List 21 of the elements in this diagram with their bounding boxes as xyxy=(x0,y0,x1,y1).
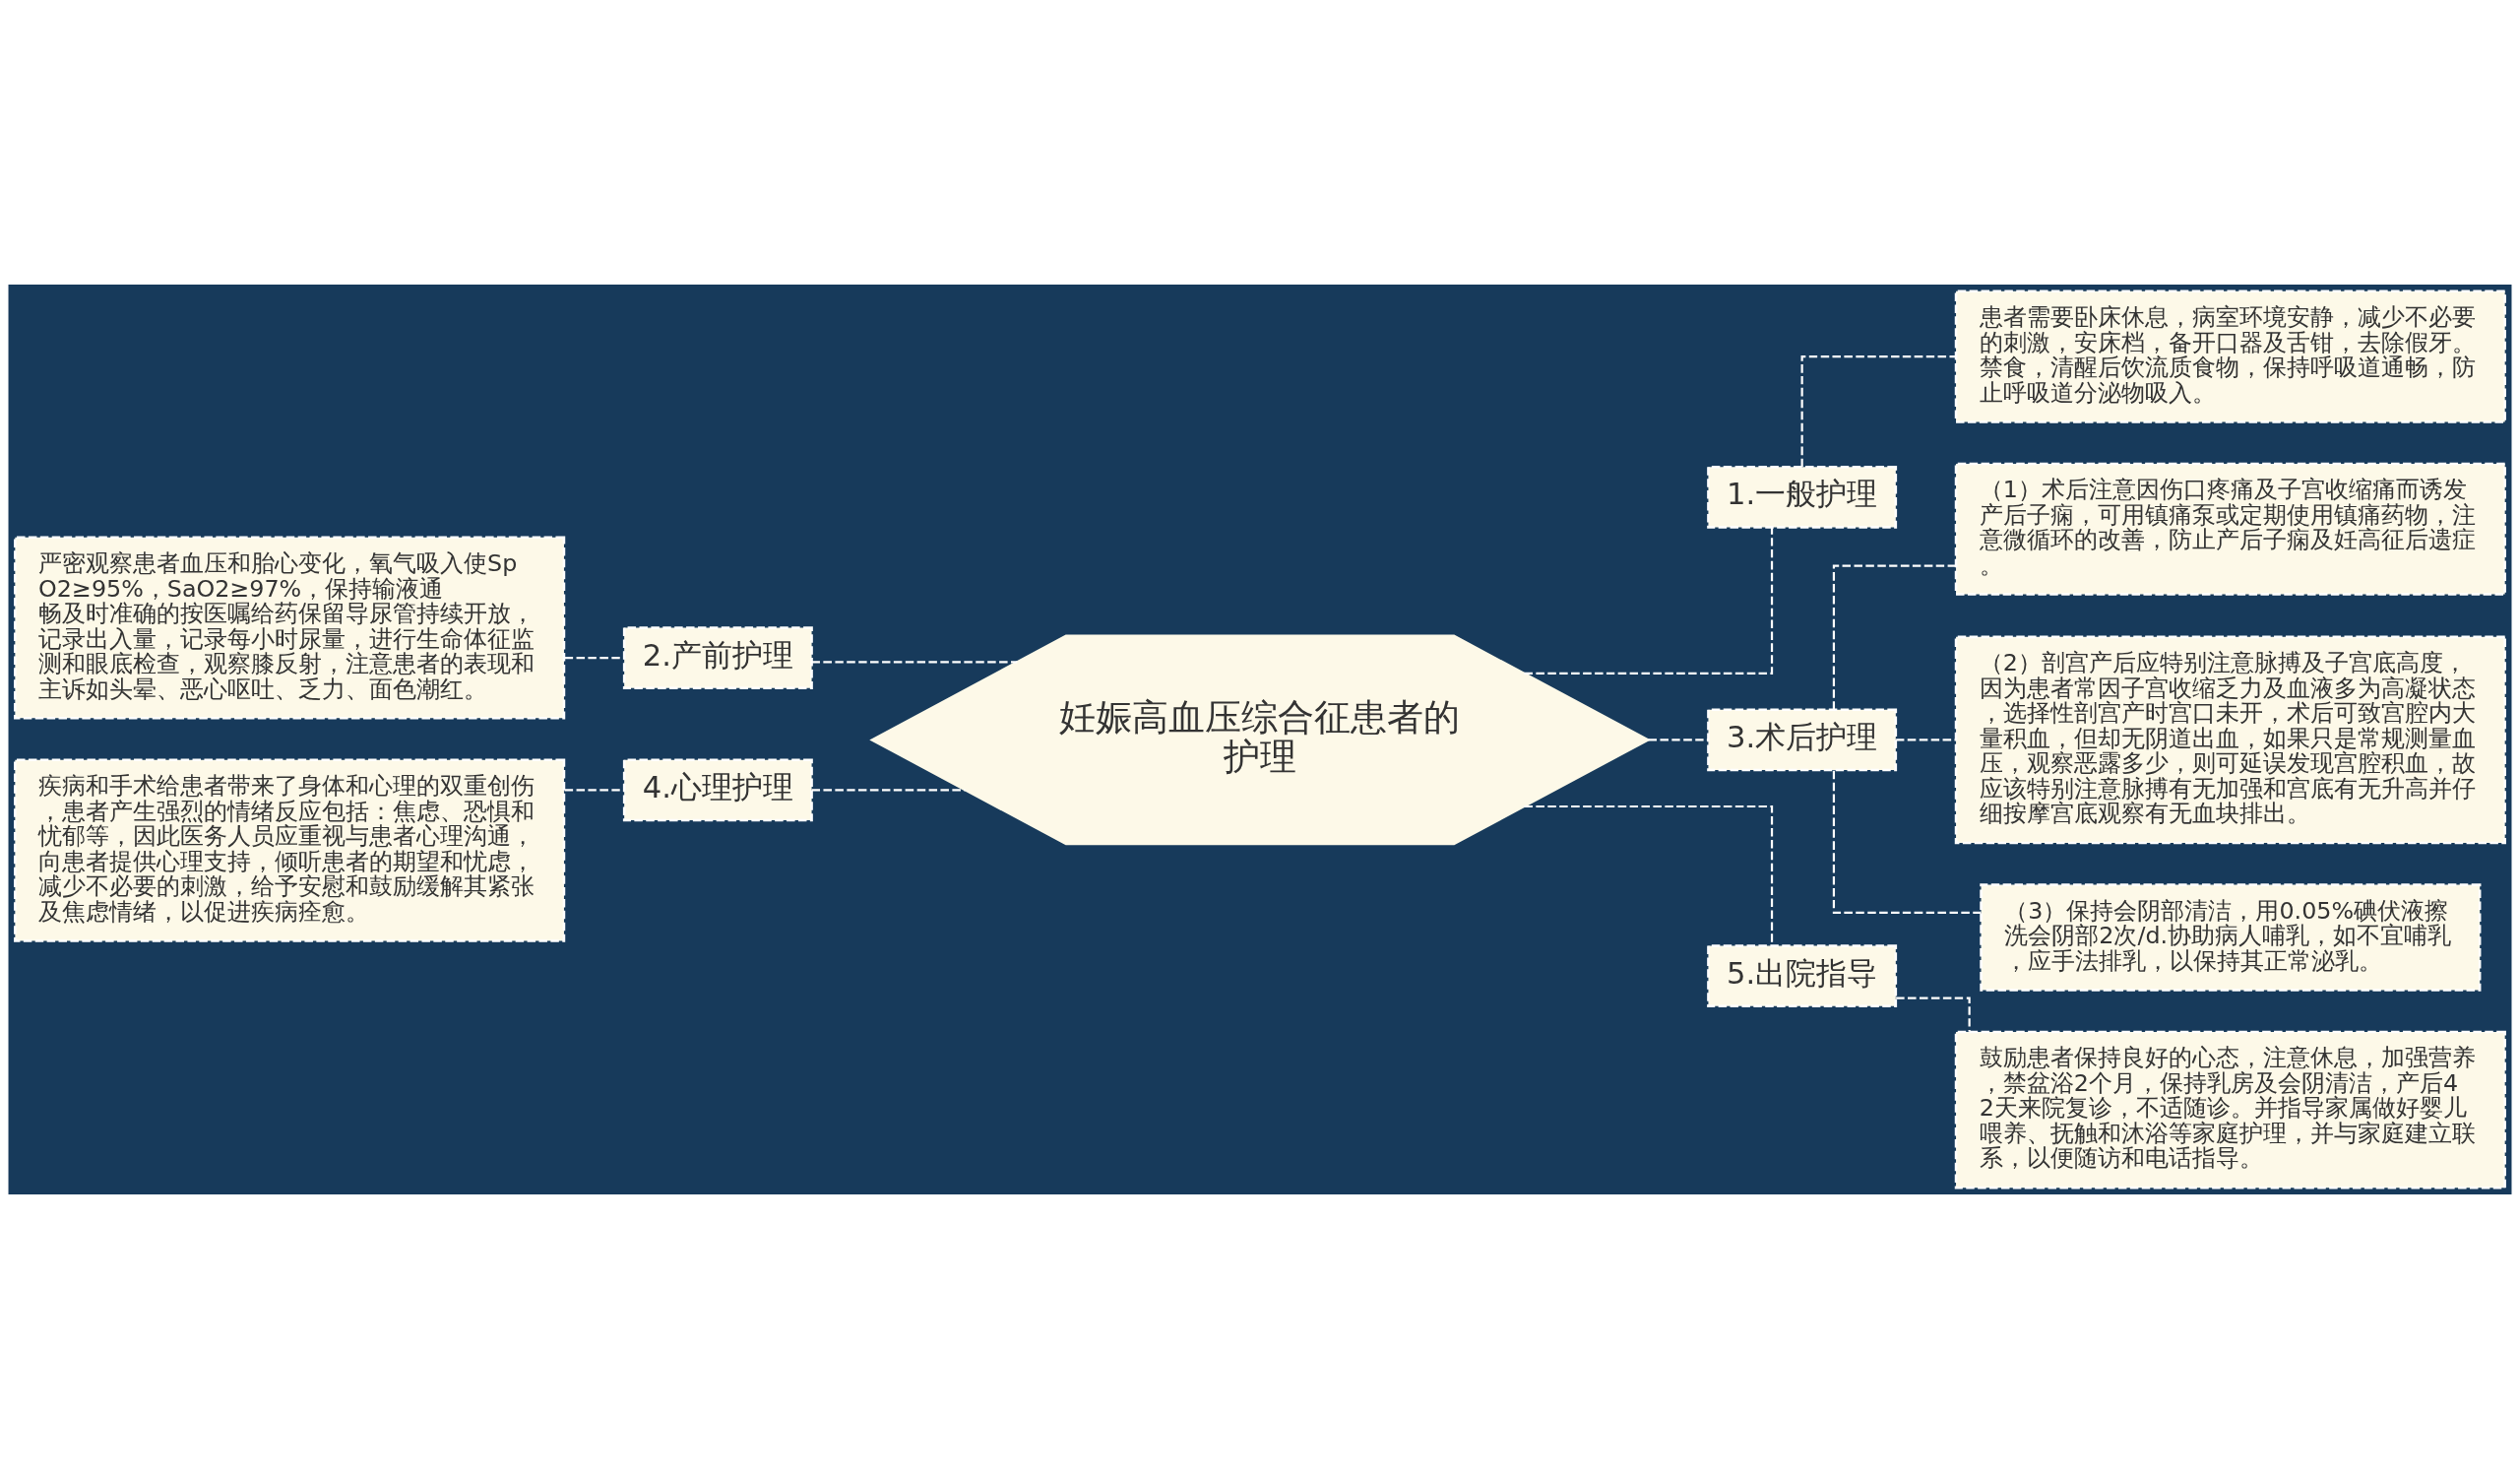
node-box: 1.一般护理 xyxy=(1707,466,1898,529)
connector xyxy=(1896,739,1956,741)
connector xyxy=(1832,770,1982,915)
connector xyxy=(1800,355,1956,467)
node-box: （1）术后注意因伤口疼痛及子宫收缩痛而诱发产后子痫，可用镇痛泵或定期使用镇痛药物，注意微循环的改善，防止产后子痫及妊高征后遗症。 xyxy=(1954,462,2506,596)
node-box: 4.心理护理 xyxy=(622,758,813,822)
node-box: 5.出院指导 xyxy=(1707,944,1898,1007)
node-box: 患者需要卧床休息，病室环境安静，减少不必要的刺激，安床档，备开口器及舌钳，去除假牙。禁食，清醒后饮流质食物，保持呼吸道通畅，防止呼吸道分泌物吸入。 xyxy=(1954,289,2506,423)
node-box: 鼓励患者保持良好的心态，注意休息，加强营养，禁盆浴2个月，保持乳房及会阴清洁，产后42天来院复诊，不适随诊。并指导家属做好婴儿喂养、抚触和沐浴等家庭护理，并与家庭建立联系，以便随访和电话指导。 xyxy=(1954,1030,2506,1190)
node-box: 严密观察患者血压和胎心变化，氧气吸入使SpO2≥95%，SaO2≥97%，保持输液通畅及时准确的按医嘱给药保留导尿管持续开放，记录出入量，记录每小时尿量，进行生命体征监测和眼底检查，观察膝反射，注意患者的表现和主诉如头晕、恶心呕吐、乏力、面色潮红。 xyxy=(14,536,566,720)
node-box: （3）保持会阴部清洁，用0.05%碘伏液擦洗会阴部2次/d.协助病人哺乳，如不宜哺乳，应手法排乳，以保持其正常泌乳。 xyxy=(1980,883,2482,992)
connector xyxy=(1524,528,1774,675)
connector xyxy=(811,661,1018,664)
connector xyxy=(1832,564,1956,710)
connector xyxy=(811,789,966,792)
connector xyxy=(1648,739,1709,741)
node-box: （2）剖宫产后应特别注意脉搏及子宫底高度，因为患者常因子宫收缩乏力及血液多为高凝状态，选择性剖宫产时宫口未开，术后可致宫腔内大量积血，但却无阴道出血，如果只是常规测量血压，观察恶露多少，则可延误发现宫腔积血，故应该特别注意脉搏有无加强和宫底有无升高并仔细按摩宫底观察有无血块排出。 xyxy=(1954,635,2506,845)
node-box: 疾病和手术给患者带来了身体和心理的双重创伤，患者产生强烈的情绪反应包括：焦虑、恐惧和忧郁等，因此医务人员应重视与患者心理沟通，向患者提供心理支持，倾听患者的期望和忧虑，减少不必要的刺激，给予安慰和鼓励缓解其紧张及焦虑情绪，以促进疾病痊愈。 xyxy=(14,758,566,942)
connector xyxy=(564,657,624,660)
node-box: 3.术后护理 xyxy=(1707,708,1898,772)
node-box: 2.产前护理 xyxy=(622,626,813,689)
